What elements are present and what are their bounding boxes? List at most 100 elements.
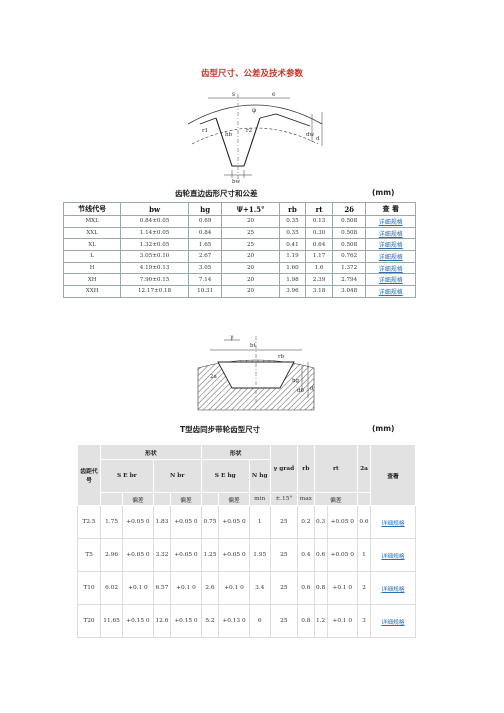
cell-psi: 20 — [221, 273, 280, 287]
header-2a: 2a — [357, 444, 371, 493]
t-pulley-table: 齿距代号 形状 形状 γ grad rb rt 2a 查看 S E br N b… — [77, 444, 416, 638]
cell-rt: 0.64 — [305, 238, 333, 252]
cell-rt: 1.6 — [305, 261, 333, 275]
table-row: H 4.19±0.13 3.05 20 1.60 1.6 1.372 详细规格 — [62, 261, 416, 275]
cell-bw: 3.05±0.10 — [120, 250, 189, 263]
header-se-br: S E br — [100, 459, 154, 493]
cell-code: XXH — [62, 285, 122, 298]
sub-deviation: 偏差 — [170, 492, 202, 506]
cell-code: XL — [62, 238, 122, 252]
cell-hg: 0.69 — [187, 215, 223, 228]
cell-se-hg: 1.25 — [200, 538, 220, 572]
table-row: T2.5 1.75 +0.05 0 1.83 +0.05 0 0.75 +0.0… — [77, 505, 416, 539]
details-link[interactable]: 详细规格 — [381, 520, 405, 527]
details-link[interactable]: 详细规格 — [381, 619, 405, 626]
header-n-hg: N hg — [248, 459, 271, 493]
label-rb: rb — [278, 354, 285, 360]
cell-hg: 3.05 — [187, 261, 223, 275]
cell-rb: 1.60 — [278, 261, 307, 275]
cell-hg: 1.65 — [187, 238, 223, 252]
cell-code: L — [62, 250, 122, 263]
cell-se-br-dev: +0.15 0 — [122, 604, 154, 638]
cell-2delta: 3.048 — [331, 285, 367, 298]
label-r2: r2 — [246, 128, 252, 134]
table1-unit: (mm) — [372, 188, 395, 197]
cell-2a: 1 — [357, 538, 371, 572]
cell-rt: 0.13 — [305, 215, 333, 228]
cell-rt: 1.17 — [305, 250, 333, 263]
cell-bw: 0.84±0.05 — [120, 215, 189, 228]
cell-gamma: 25 — [269, 571, 299, 605]
cell-psi: 20 — [221, 285, 280, 298]
cell-n-br: 6.57 — [152, 571, 172, 605]
details-link[interactable]: 详细规格 — [378, 277, 403, 285]
cell-code: T10 — [77, 571, 101, 605]
cell-gamma: 25 — [269, 505, 299, 539]
table-row: XH 7.90±0.15 7.14 20 1.98 2.39 2.794 详细规… — [62, 273, 416, 287]
details-link[interactable]: 详细规格 — [381, 586, 405, 593]
col-header: 节线代号 — [62, 202, 122, 216]
cell-rt: 3.18 — [305, 285, 333, 298]
header-shape2: 形状 — [200, 444, 271, 460]
cell-se-br: 2.96 — [99, 538, 124, 572]
label-d: d — [310, 386, 314, 392]
cell-rt: 2.39 — [305, 273, 333, 287]
cell-se-br-dev: +0.1 0 — [122, 571, 154, 605]
details-link[interactable]: 详细规格 — [378, 265, 403, 273]
cell-psi: 20 — [221, 261, 280, 275]
label-d: d — [316, 136, 320, 142]
cell-psi: 25 — [221, 238, 280, 252]
cell-psi: 20 — [221, 250, 280, 263]
t-pulley-tooth-diagram: γ bt rb hg d0 d 2a — [197, 334, 315, 411]
details-link[interactable]: 详细规格 — [381, 553, 405, 560]
cell-gamma: 25 — [269, 538, 299, 572]
cell-n-hg: 1 — [248, 505, 271, 539]
cell-se-hg-dev: +0.13 0 — [218, 604, 250, 638]
cell-rt: 0.6 — [313, 538, 328, 572]
details-link[interactable]: 详细规格 — [378, 218, 403, 226]
cell-se-hg-dev: +0.05 0 — [218, 505, 250, 539]
cell-code: XXL — [62, 226, 122, 240]
cell-2a: 2 — [357, 571, 371, 605]
cell-2delta: 0.762 — [331, 250, 367, 263]
details-link[interactable]: 详细规格 — [378, 230, 403, 238]
details-link[interactable]: 详细规格 — [378, 288, 403, 296]
col-header: 2δ — [331, 202, 367, 216]
cell-rb: 0.35 — [278, 215, 307, 228]
cell-rt: 0.3 — [313, 505, 328, 539]
cell-se-br: 11.65 — [99, 604, 124, 638]
sub-pm: ±.15° — [269, 492, 299, 506]
cell-se-hg: 0.75 — [200, 505, 220, 539]
label-phi: φ — [252, 107, 256, 114]
cell-hg: 2.67 — [187, 250, 223, 263]
cell-se-br: 6.02 — [99, 571, 124, 605]
cell-rt: 0.30 — [305, 226, 333, 240]
cell-code: T2.5 — [77, 505, 101, 539]
cell-n-hg: 3.4 — [248, 571, 271, 605]
page-title: 齿型尺寸、公差及技术参数 — [200, 69, 303, 79]
cell-se-hg: 2.6 — [200, 571, 220, 605]
cell-rb: 3.96 — [278, 285, 307, 298]
cell-2a: 3 — [357, 604, 371, 638]
tooth-profile-diagram: s e φ r1 r2 hb dw d bw — [187, 91, 323, 185]
cell-rt: 0.8 — [313, 571, 328, 605]
table-row: XL 1.32±0.05 1.65 25 0.41 0.64 0.508 详细规… — [62, 238, 416, 252]
col-header: bw — [120, 202, 189, 216]
header-gamma: γ grad — [269, 444, 299, 493]
cell-2a: 0.6 — [357, 505, 371, 539]
header-rb: rb — [297, 444, 315, 493]
cell-hg: 0.84 — [187, 226, 223, 240]
sub-max: max — [297, 492, 315, 506]
cell-psi: 20 — [221, 215, 280, 228]
details-link[interactable]: 详细规格 — [378, 253, 403, 261]
col-header: rb — [278, 202, 307, 216]
label-bw: bw — [232, 179, 241, 185]
details-link[interactable]: 详细规格 — [378, 242, 403, 250]
label-2a: 2a — [210, 374, 217, 380]
cell-code: XH — [62, 273, 122, 287]
cell-se-hg-dev: +0.1 0 — [218, 571, 250, 605]
sub-min: min — [248, 492, 271, 506]
cell-rb: 0.35 — [278, 226, 307, 240]
label-hb: hb — [225, 132, 233, 138]
cell-hg: 7.14 — [187, 273, 223, 287]
